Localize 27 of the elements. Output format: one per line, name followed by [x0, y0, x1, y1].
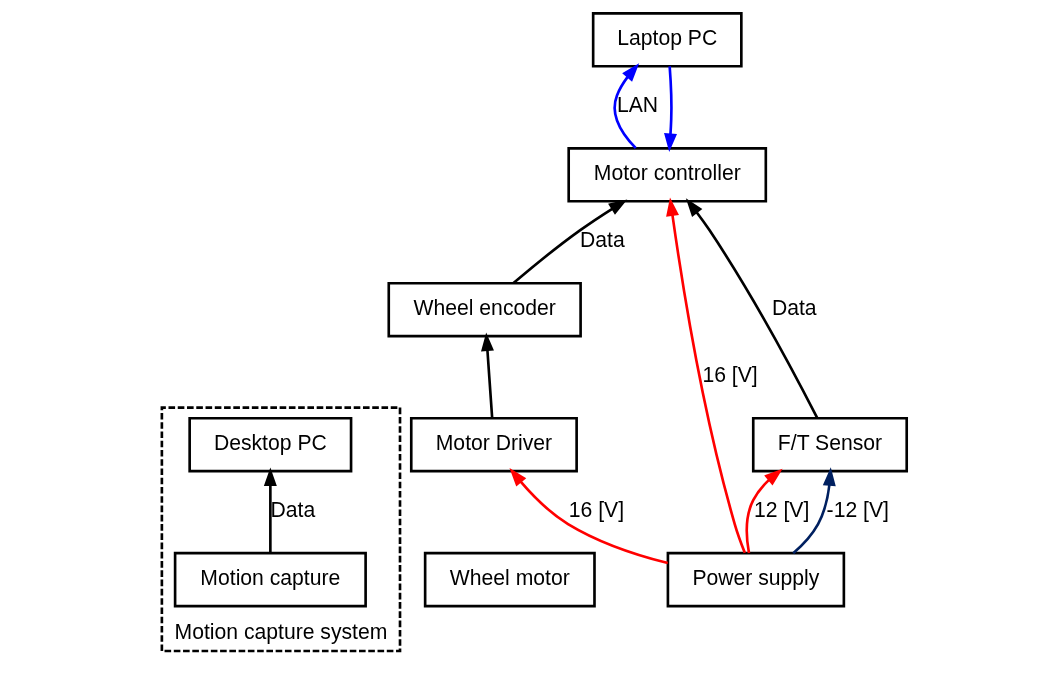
- node-box: Motor controller: [567, 147, 768, 203]
- edge-label: 12 [V]: [754, 498, 810, 522]
- arrow: [666, 197, 747, 554]
- edge-label: Data: [580, 228, 625, 252]
- arrow: [792, 467, 836, 555]
- edge-label: LAN: [616, 93, 659, 117]
- arrow: [509, 468, 669, 565]
- edge-label: Data: [270, 498, 316, 522]
- node-box: Wheel encoder: [387, 281, 582, 338]
- node-box: Motor Driver: [409, 416, 578, 473]
- arrow: [481, 332, 494, 418]
- edge-label: 16 [V]: [702, 363, 758, 387]
- edge-label: -12 [V]: [826, 498, 889, 522]
- arrow: [613, 63, 640, 150]
- node-box: Wheel motor: [423, 551, 596, 608]
- edge-label: Data: [771, 295, 817, 319]
- node-box: Power supply: [666, 551, 846, 608]
- node-box: Motion capture: [173, 551, 367, 608]
- edge-label: 16 [V]: [568, 498, 625, 522]
- arrow: [664, 66, 677, 153]
- node-box: Desktop PC: [188, 416, 353, 473]
- arrow: [263, 467, 277, 553]
- arrow: [745, 468, 783, 554]
- arrow: [512, 199, 628, 285]
- arrow: [685, 198, 819, 419]
- node-box: Laptop PC: [591, 12, 743, 68]
- node-box: F/T Sensor: [751, 416, 909, 473]
